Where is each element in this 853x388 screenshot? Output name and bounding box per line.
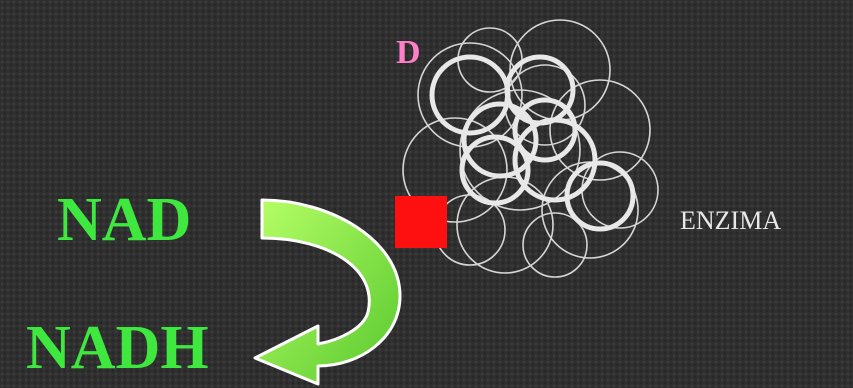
curved-arrow-icon: [255, 200, 400, 384]
enzyme-label: ENZIMA: [680, 208, 781, 234]
active-site-icon: [395, 196, 447, 248]
nadh-label: NADH: [26, 317, 209, 379]
binding-site-label: D: [396, 36, 421, 70]
nad-label: NAD: [57, 189, 191, 251]
